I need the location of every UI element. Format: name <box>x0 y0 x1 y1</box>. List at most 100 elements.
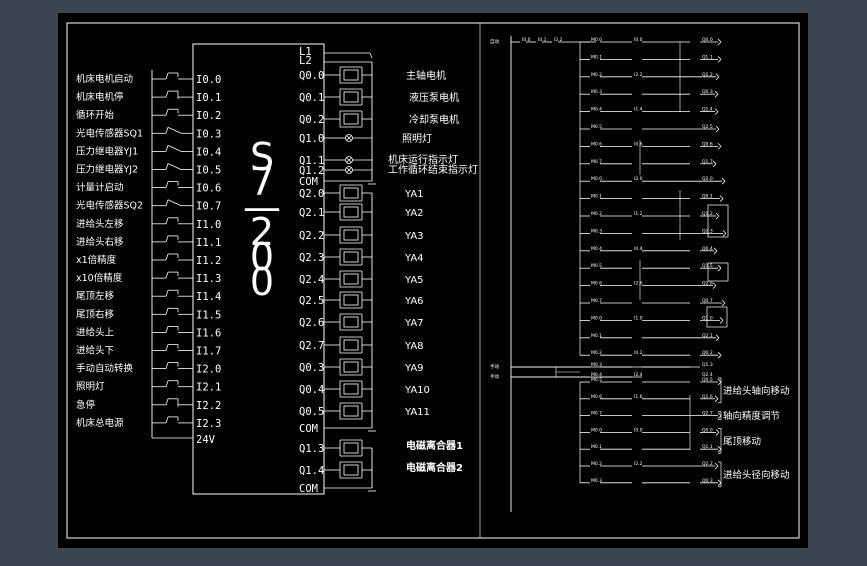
output-address: Q2.5 <box>299 295 324 307</box>
plc-model-text: S7—200 <box>243 135 281 304</box>
relay-coil <box>343 113 359 125</box>
relay-coil <box>343 405 359 417</box>
output-address: Q2.1 <box>299 207 324 219</box>
coil-mark <box>722 230 727 234</box>
output-address: COM <box>299 176 318 188</box>
plc-model-char: S <box>250 135 274 179</box>
contact-tag: I2.2 <box>634 461 643 467</box>
plc-model-char: 7 <box>250 160 274 204</box>
input-row: x10倍精度 I1.3 <box>76 271 221 285</box>
rung-left-label: 手动 <box>490 363 499 370</box>
contact-blade <box>165 362 169 369</box>
contact-blade <box>165 398 169 405</box>
input-label: 机床电机停 <box>76 91 124 103</box>
output-label: YA1 <box>404 189 424 200</box>
coil-mark <box>712 285 717 289</box>
input-label: 压力继电器YJ1 <box>76 145 138 157</box>
output-address: Q0.2 <box>299 114 324 126</box>
contact-blade <box>167 199 182 207</box>
input-address: I0.0 <box>196 74 221 86</box>
coil-tag: Q1.5 <box>702 263 713 269</box>
group-annotation: 尾顶移动 <box>723 435 761 447</box>
coil-tag: Q1.0 <box>702 315 713 321</box>
contact-blade <box>165 181 169 188</box>
contact-tag: M0.4 <box>591 246 602 252</box>
contact-tag: M0.6 <box>591 281 602 287</box>
output-label: YA11 <box>404 407 430 418</box>
output-address: Q1.2 <box>299 165 324 177</box>
supply-24v-label: 24V <box>196 434 216 446</box>
contact-tag: M0.3 <box>591 362 602 368</box>
coil-tag: Q0.6 <box>702 141 713 147</box>
contact-tag: I0.0 <box>634 427 643 433</box>
coil-mark <box>717 351 722 356</box>
input-address: I1.3 <box>196 273 221 285</box>
input-label: x10倍精度 <box>76 272 123 284</box>
coil-tag: Q2.0 <box>702 176 713 182</box>
coil-mark <box>719 195 724 199</box>
output-label: YA5 <box>404 275 424 286</box>
output-row: COM <box>299 423 376 435</box>
coil-mark <box>717 59 722 63</box>
coil-mark <box>717 354 722 359</box>
drawing-canvas <box>58 13 808 548</box>
contact-blade <box>165 127 169 134</box>
plc-body <box>192 43 325 495</box>
output-label: YA10 <box>404 385 430 396</box>
output-address: Q0.0 <box>299 70 324 82</box>
output-label: 主轴电机 <box>406 69 446 82</box>
relay-coil <box>343 273 359 285</box>
coil-tag: Q0.5 <box>702 377 713 383</box>
output-label: 机床运行指示灯 <box>388 153 458 166</box>
contact-tag: I0.2 <box>634 350 643 356</box>
coil-tag: Q2.7 <box>702 411 713 417</box>
input-label: 手动自动转换 <box>76 363 134 375</box>
coil-mark <box>714 465 719 470</box>
rung-left-label: 自动 <box>490 38 499 45</box>
input-label: 压力继电器YJ2 <box>76 164 138 176</box>
contact-tag: I2.2 <box>554 37 563 43</box>
coil-mark <box>714 108 719 112</box>
contact-tag: M0.7 <box>591 298 602 304</box>
contact-tag: M0.1 <box>591 54 602 60</box>
coil-mark <box>719 317 724 321</box>
relay-coil <box>343 361 359 373</box>
contact-blade <box>165 109 169 116</box>
contact-tag: M0.5 <box>591 124 602 130</box>
input-address: I2.3 <box>196 418 221 430</box>
coil-mark <box>717 146 722 150</box>
drawing-frame <box>66 22 800 539</box>
coil-tag: Q0.3 <box>702 478 713 484</box>
coil-mark <box>712 282 717 286</box>
input-address: I1.7 <box>196 346 221 358</box>
coil-mark <box>715 76 720 81</box>
timer-block <box>706 306 728 328</box>
contact-tag: M0.3 <box>591 228 602 234</box>
contact-tag: I1.4 <box>634 107 643 113</box>
contact-tag: M0.5 <box>591 263 602 269</box>
